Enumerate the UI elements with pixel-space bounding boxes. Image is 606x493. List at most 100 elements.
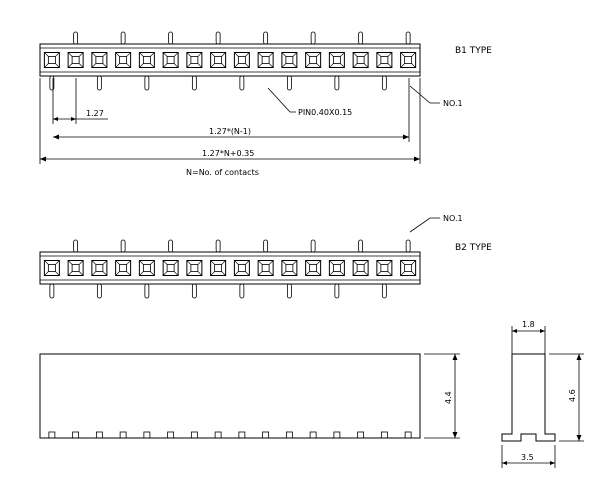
end-bottom-width-label: 3.5 [521, 453, 534, 462]
side-pin [95, 431, 103, 439]
side-pin [48, 431, 56, 439]
pin [120, 239, 126, 253]
pin [96, 75, 102, 91]
no1-label-top: NO.1 [443, 99, 463, 108]
pin [49, 283, 55, 299]
pin [215, 31, 221, 45]
contact-cell [352, 260, 369, 276]
b2-type-label: B2 TYPE [455, 243, 492, 253]
overall-label: 1.27*N+0.35 [202, 149, 254, 158]
pitch-dimension [52, 78, 108, 124]
contact-cell [400, 52, 417, 68]
pin [191, 75, 197, 91]
side-housing [39, 353, 421, 439]
pin [358, 239, 364, 253]
side-pin [309, 431, 317, 439]
b2-top-view [39, 239, 421, 299]
no1-leader-b2 [409, 217, 440, 233]
pin [381, 283, 387, 299]
contact-cell [376, 260, 393, 276]
pin [310, 31, 316, 45]
contact-cell [257, 260, 274, 276]
contact-cell [138, 52, 155, 68]
contact-cell [162, 52, 179, 68]
contact-cell [91, 52, 108, 68]
b2-housing-outline [39, 251, 421, 285]
pin-size-label: PIN0.40X0.15 [298, 108, 352, 117]
contact-cell [67, 52, 84, 68]
contact-cell [281, 52, 298, 68]
pin [73, 31, 79, 45]
pin [334, 75, 340, 91]
side-pin [404, 431, 412, 439]
pin [96, 283, 102, 299]
side-pin [119, 431, 127, 439]
b1-top-view [39, 31, 421, 91]
pin [286, 283, 292, 299]
pin [334, 283, 340, 299]
side-pin [333, 431, 341, 439]
pin [215, 239, 221, 253]
side-view [39, 353, 460, 439]
contact-cell [376, 52, 393, 68]
pin [191, 283, 197, 299]
side-pin [143, 431, 151, 439]
contact-cell [91, 260, 108, 276]
pin [286, 75, 292, 91]
pin [49, 75, 55, 91]
pin [263, 239, 269, 253]
end-height-label: 4.6 [568, 389, 577, 402]
contact-cell [186, 260, 203, 276]
pin [73, 239, 79, 253]
no1-leader-top [409, 85, 440, 104]
contact-cell [352, 52, 369, 68]
contact-cell [43, 260, 60, 276]
side-pin [167, 431, 175, 439]
side-height-label: 4.4 [444, 391, 453, 404]
contact-cell [67, 260, 84, 276]
end-profile [501, 353, 556, 442]
side-pin [214, 431, 222, 439]
span-dimension [53, 78, 410, 142]
pin [239, 283, 245, 299]
no1-label-b2: NO.1 [443, 214, 463, 223]
contact-cell [115, 52, 132, 68]
end-view [501, 326, 584, 468]
side-pin [262, 431, 270, 439]
contact-cell [138, 260, 155, 276]
contact-cell [43, 52, 60, 68]
pin [144, 75, 150, 91]
pitch-label: 1.27 [86, 109, 104, 118]
pin [405, 239, 411, 253]
contact-cell [115, 260, 132, 276]
span-label: 1.27*(N-1) [209, 127, 251, 136]
contact-cell [281, 260, 298, 276]
contact-cell [305, 52, 322, 68]
pin [263, 31, 269, 45]
contact-cell [257, 52, 274, 68]
b1-housing-outline [39, 43, 421, 77]
pin [358, 31, 364, 45]
contact-cell [328, 52, 345, 68]
contacts-legend: N=No. of contacts [186, 168, 259, 177]
pin [405, 31, 411, 45]
pin [381, 75, 387, 91]
contact-cell [328, 260, 345, 276]
contact-cell [233, 52, 250, 68]
pin [239, 75, 245, 91]
side-pin [285, 431, 293, 439]
side-pin [380, 431, 388, 439]
side-pin [357, 431, 365, 439]
contact-cell [210, 52, 227, 68]
contact-cell [210, 260, 227, 276]
pin [120, 31, 126, 45]
pin [144, 283, 150, 299]
side-pin [238, 431, 246, 439]
contact-cell [305, 260, 322, 276]
side-pin [72, 431, 80, 439]
pin-leader [267, 87, 296, 113]
pin [310, 239, 316, 253]
overall-dimension [39, 78, 421, 164]
b1-type-label: B1 TYPE [455, 46, 492, 56]
